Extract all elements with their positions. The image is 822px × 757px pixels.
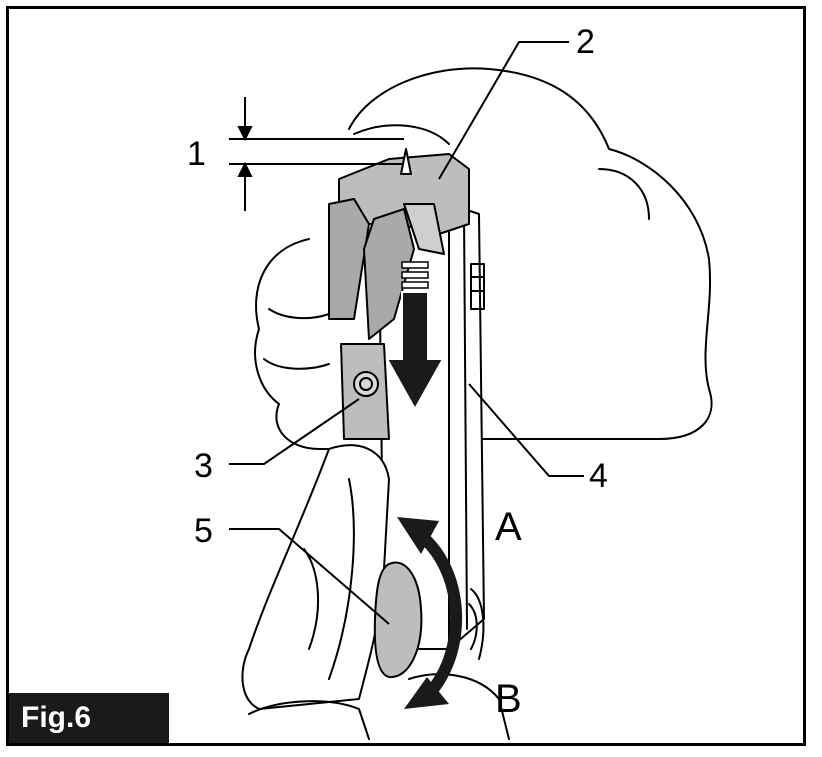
clamp-front [328, 198, 370, 320]
clamp-inner [403, 203, 445, 255]
rotation-arrow [397, 517, 463, 709]
figure-frame: 1 2 3 4 5 A B Fig.6 [6, 6, 806, 746]
side-detail [470, 263, 485, 310]
wrist-outline [248, 700, 370, 740]
top-pin [400, 148, 412, 175]
callout-4: 4 [589, 457, 608, 495]
leader-5 [229, 528, 390, 625]
callout-2: 2 [576, 23, 595, 61]
tool-illustration [229, 41, 713, 740]
leader-3 [229, 398, 360, 465]
adjuster-wheel [373, 561, 423, 679]
finger-outline [268, 308, 330, 320]
leader-2 [438, 41, 569, 180]
leader-4 [468, 383, 584, 477]
dimension-marker [229, 97, 404, 211]
callout-1: 1 [187, 135, 206, 173]
direction-label-a: A [495, 505, 522, 549]
callout-5: 5 [194, 512, 213, 550]
callout-3: 3 [194, 447, 213, 485]
palm-outline [254, 238, 340, 450]
direction-label-b: B [495, 677, 522, 721]
finger-outline [353, 124, 450, 145]
finger-outline [598, 168, 650, 220]
finger-outline [263, 358, 330, 370]
hand-outline [348, 67, 713, 440]
figure-label: Fig.6 [9, 693, 169, 743]
clamp-front [363, 208, 415, 340]
push-down-arrow [385, 261, 445, 412]
